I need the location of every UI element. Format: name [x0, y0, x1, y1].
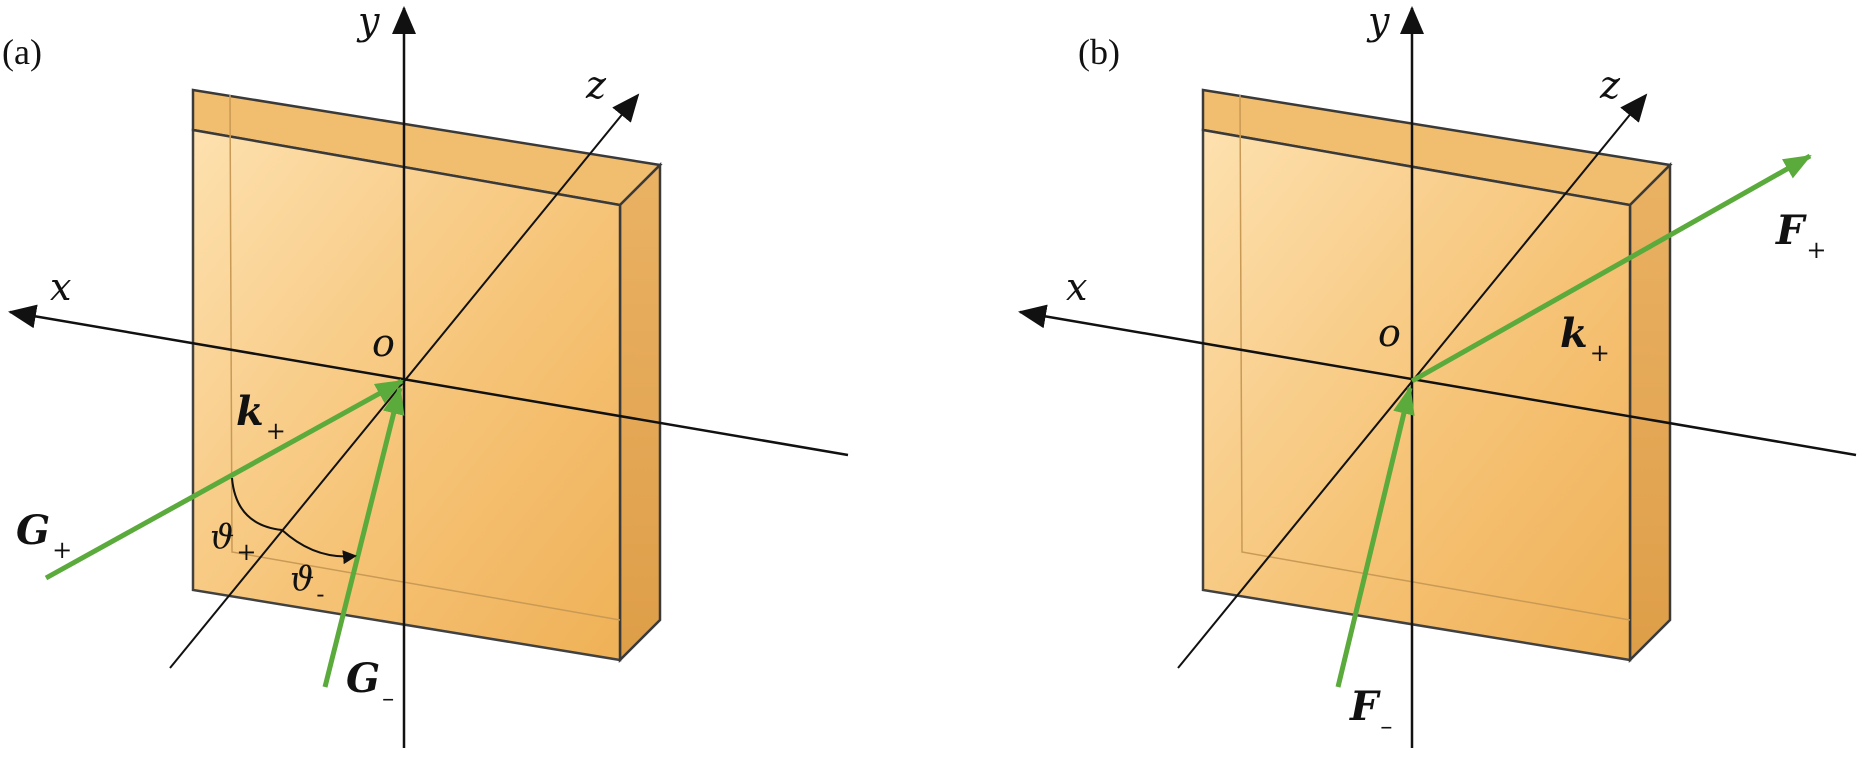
k-plus-label: k+	[1560, 310, 1610, 367]
g-plus-vector	[44, 378, 404, 581]
x-axis-label: x	[50, 265, 71, 309]
slab-back-edges	[229, 94, 621, 621]
panel-b: (b) y z x o k+ F+ F–	[1018, 0, 1857, 748]
z-axis-label: z	[1599, 63, 1621, 107]
origin-label: o	[372, 321, 395, 365]
theta-minus-arc	[281, 529, 357, 565]
x-axis	[8, 304, 849, 457]
y-axis-label: y	[356, 0, 380, 43]
origin-label: o	[1378, 311, 1401, 355]
slab-side-face	[618, 161, 662, 664]
z-axis-label: z	[585, 63, 607, 107]
f-plus-label: F+	[1775, 207, 1827, 264]
g-minus-label: G–	[346, 655, 394, 712]
f-minus-label: F–	[1349, 683, 1392, 740]
g-minus-vector	[322, 386, 405, 688]
g-plus-label: G+	[16, 507, 72, 564]
y-axis-label: y	[1366, 0, 1390, 43]
slab-back-edges	[1239, 94, 1631, 621]
f-minus-vector	[1335, 386, 1415, 688]
z-axis	[1177, 93, 1648, 669]
x-axis-label: x	[1066, 265, 1087, 309]
panel-a: (a) y z x o k+ G+ G– ϑ+ ϑ-	[2, 0, 849, 748]
theta-minus-label: ϑ-	[290, 559, 324, 608]
slab-front-face	[191, 128, 622, 662]
slab-front-face	[1201, 128, 1632, 662]
theta-plus-label: ϑ+	[210, 517, 256, 566]
z-axis	[169, 93, 640, 669]
f-plus-vector	[1410, 153, 1812, 384]
panel-b-label: (b)	[1078, 32, 1120, 72]
panel-a-label: (a)	[2, 32, 42, 72]
k-plus-label: k+	[236, 388, 286, 445]
x-axis	[1018, 304, 1857, 457]
theta-plus-arc	[231, 477, 283, 531]
